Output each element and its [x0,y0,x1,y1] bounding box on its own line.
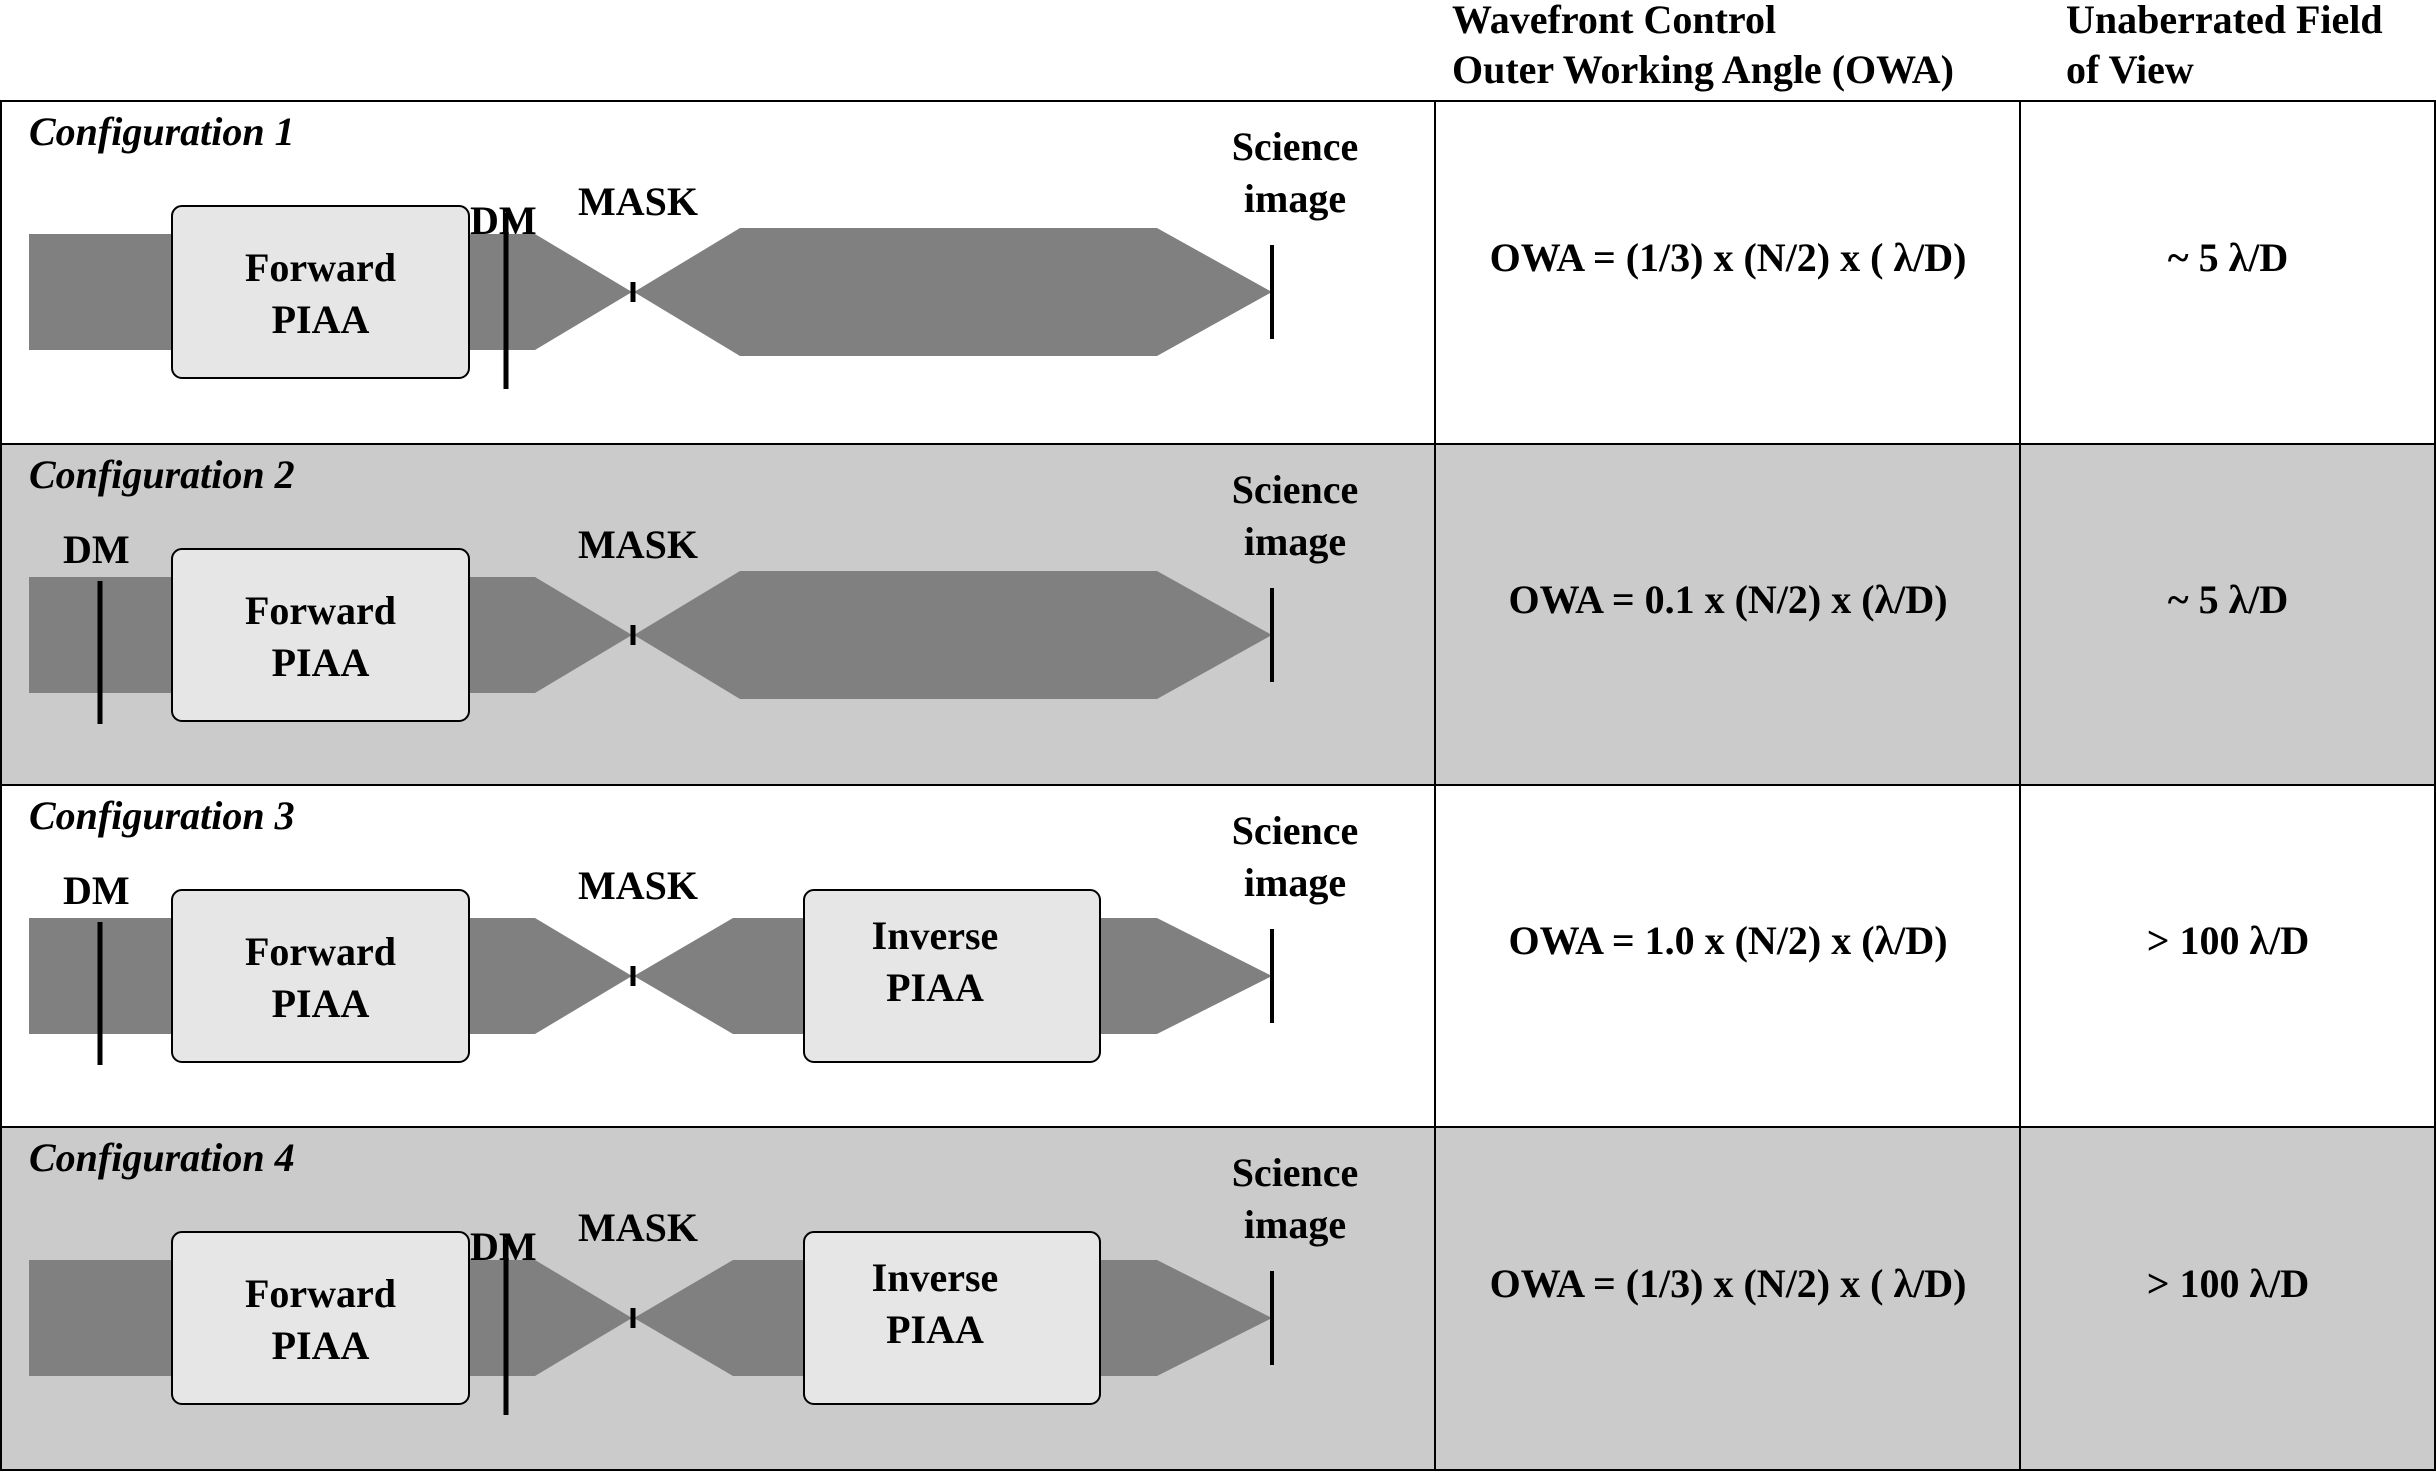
dm-label: DM [63,527,130,572]
science-image-label-line1: Science [1231,467,1359,512]
configuration-title: Configuration 1 [29,109,295,154]
configuration-title: Configuration 3 [29,793,295,838]
converging-beam [469,918,632,1034]
column-header-fov: Unaberrated Field of View [2066,0,2383,95]
converging-beam [469,234,632,350]
inverse-piaa-label-line1: Inverse [871,913,999,958]
inverse-piaa-label-line1: Inverse [871,1255,999,1300]
mask-label: MASK [578,522,698,567]
fov-value: ~ 5 λ/D [2167,234,2289,280]
owa-value: OWA = 0.1 x (N/2) x (λ/D) [1508,576,1948,622]
forward-piaa-label-line1: Forward [244,929,397,974]
diverging-beam [634,228,1272,356]
forward-piaa-label-line2: PIAA [271,1323,370,1368]
science-image-label-line1: Science [1231,808,1359,853]
column-header-fov-line1: Unaberrated Field [2066,0,2383,42]
forward-piaa-label-line2: PIAA [271,981,370,1026]
forward-piaa-label-line1: Forward [244,1271,397,1316]
mask-label: MASK [578,179,698,224]
science-image-label-line2: image [1243,176,1347,221]
science-image-label-line1: Science [1231,1150,1359,1195]
fov-value: > 100 λ/D [2146,1260,2310,1306]
forward-piaa-label-line1: Forward [244,245,397,290]
fov-value: > 100 λ/D [2146,918,2310,963]
dm-label: DM [63,868,130,913]
configuration-title: Configuration 2 [29,452,295,497]
configuration-title: Configuration 4 [29,1135,295,1180]
dm-label: DM [470,198,537,243]
column-header-owa-line1: Wavefront Control [1452,0,1777,42]
forward-piaa-label-line2: PIAA [271,297,370,342]
science-image-label-line1: Science [1231,124,1359,169]
mask-label: MASK [578,1205,698,1250]
column-header-owa: Wavefront Control Outer Working Angle (O… [1452,0,1954,95]
owa-value: OWA = (1/3) x (N/2) x ( λ/D) [1489,1260,1967,1306]
inverse-piaa-label-line2: PIAA [886,1307,984,1352]
converging-beam [469,577,632,693]
input-beam [29,1260,172,1376]
science-image-label-line2: image [1243,860,1347,905]
science-image-label: Science image [1215,464,1375,568]
owa-value: OWA = (1/3) x (N/2) x ( λ/D) [1489,234,1967,280]
forward-piaa-label-line2: PIAA [271,640,370,685]
science-image-label: Science image [1215,805,1375,909]
science-image-label: Science image [1215,1147,1375,1251]
science-image-label: Science image [1215,121,1375,225]
mask-label: MASK [578,863,698,908]
diverging-beam [634,571,1272,699]
inverse-piaa-label-line2: PIAA [886,965,984,1010]
diverging-beam [634,1260,805,1376]
output-beam [1100,918,1272,1034]
input-beam [29,234,172,350]
dm-label: DM [470,1224,537,1269]
science-image-label-line2: image [1243,519,1347,564]
column-header-fov-line2: of View [2066,47,2194,92]
forward-piaa-label-line1: Forward [244,588,397,633]
science-image-label-line2: image [1243,1202,1347,1247]
output-beam [1100,1260,1272,1376]
converging-beam [469,1260,632,1376]
fov-value: ~ 5 λ/D [2167,576,2289,622]
column-header-owa-line2: Outer Working Angle (OWA) [1452,47,1954,92]
owa-value: OWA = 1.0 x (N/2) x (λ/D) [1508,918,1948,963]
diverging-beam [634,918,805,1034]
